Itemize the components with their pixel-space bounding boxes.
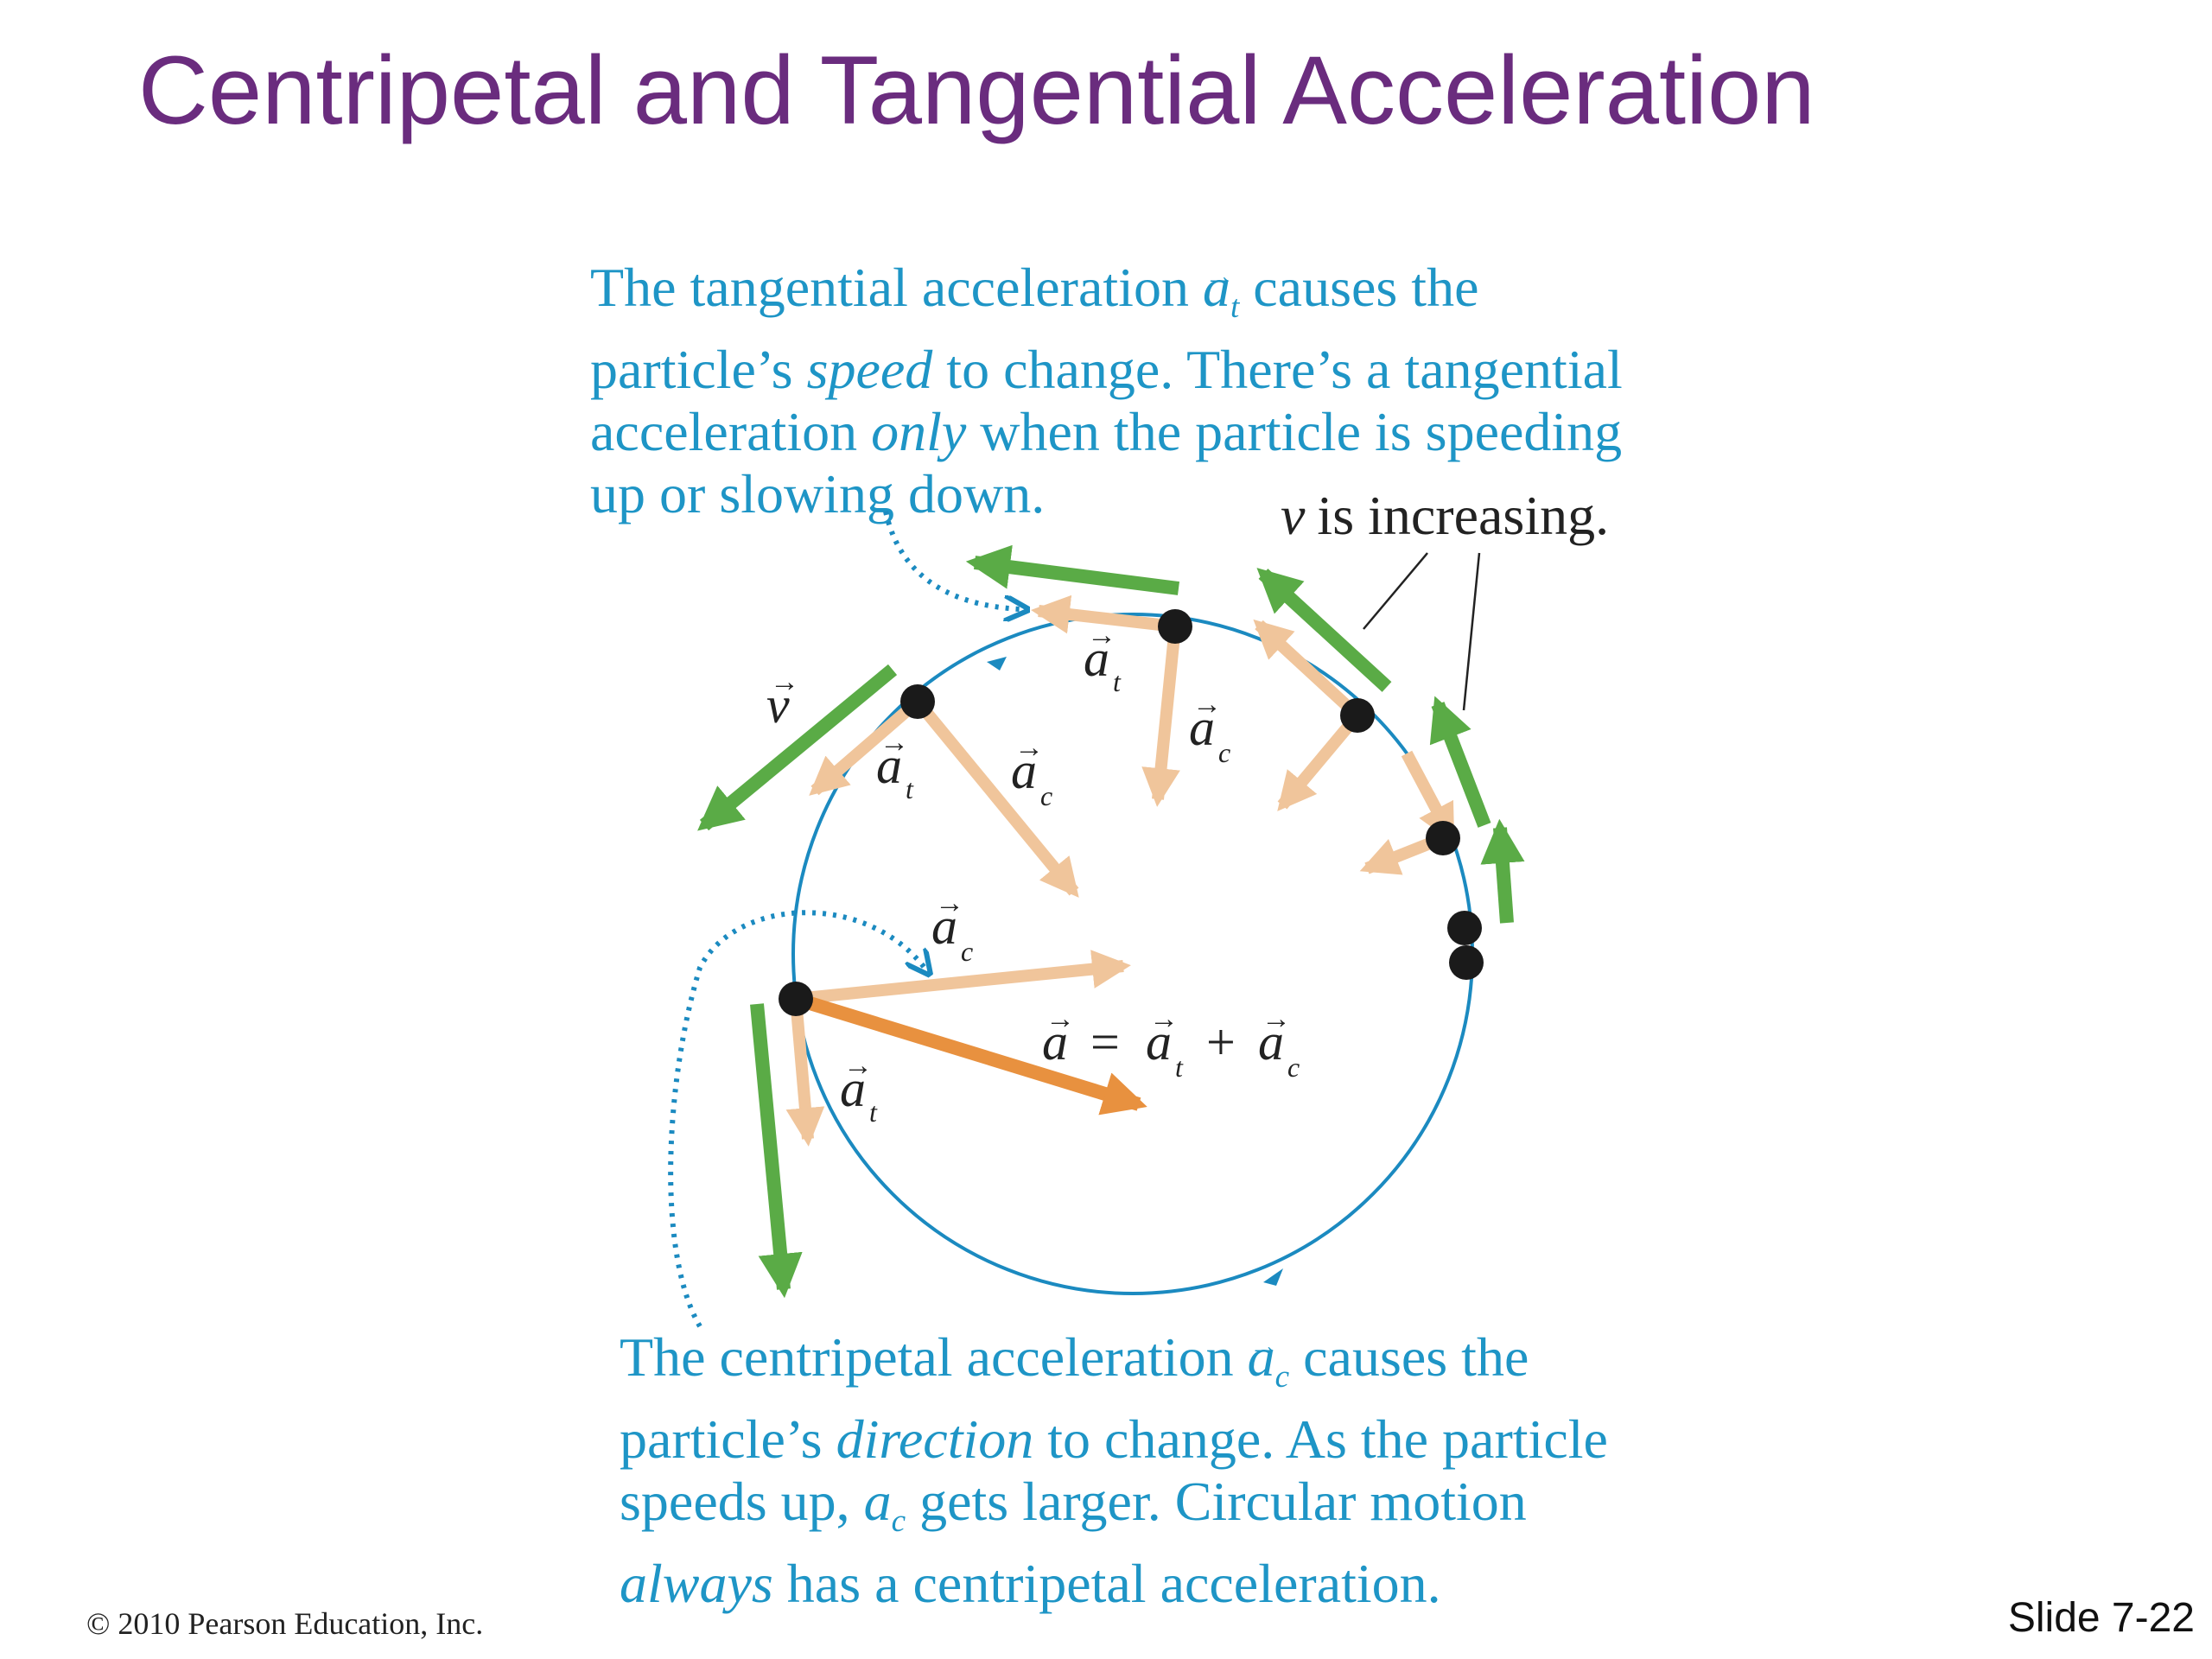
caption-text: when the particle is speeding: [966, 400, 1623, 462]
caption-text: up or slowing down.: [590, 462, 1046, 524]
svg-text:c: c: [1218, 737, 1230, 768]
centripetal-acceleration-arrow: [1141, 626, 1181, 807]
velocity-label: v →: [766, 666, 799, 734]
caption-emphasis: only: [871, 400, 967, 462]
velocity-arrow: [1256, 568, 1392, 692]
caption-text: acceleration: [590, 400, 872, 462]
centripetal-acceleration-label: a → c: [931, 887, 973, 967]
caption-emphasis: speed: [806, 338, 933, 400]
svg-text:+: +: [1206, 1014, 1236, 1071]
velocity-arrow: [965, 544, 1180, 595]
svg-text:→: →: [1192, 689, 1222, 721]
svg-text:→: →: [1046, 1003, 1075, 1035]
tangential-caption: The tangential acceleration at causes th…: [590, 245, 1623, 525]
velocity-arrow: [1429, 696, 1491, 828]
caption-text: The tangential acceleration: [590, 257, 1203, 318]
pointer-line-centripetal: [668, 910, 925, 1328]
centripetal-caption: The centripetal acceleration ac causes t…: [620, 1315, 1608, 1615]
particle: [1340, 698, 1375, 733]
svg-text:t: t: [1113, 666, 1122, 697]
slide-number: Slide 7-22: [2007, 1595, 2195, 1641]
net-acceleration-arrow: [793, 992, 1147, 1116]
acceleration-equation: a → = a → t + a → c: [1042, 1003, 1300, 1083]
direction-arrowhead: [1263, 1268, 1283, 1286]
centripetal-acceleration-label: a → c: [1189, 689, 1230, 768]
leader-line: [1462, 552, 1481, 711]
svg-text:→: →: [935, 887, 964, 919]
caption-text: particle’s: [590, 338, 807, 400]
particle: [779, 982, 813, 1016]
tangential-acceleration-label: a → t: [876, 727, 914, 804]
velocity-arrow: [1480, 818, 1525, 924]
svg-text:→: →: [880, 727, 909, 759]
particle: [1158, 609, 1192, 644]
caption-text: gets larger. Circular motion: [906, 1470, 1527, 1532]
particle: [1449, 945, 1484, 980]
svg-text:a: a: [876, 737, 902, 794]
caption-text: causes the: [1239, 257, 1479, 318]
caption-emphasis: always: [620, 1552, 773, 1614]
subscript: t: [1230, 289, 1240, 325]
tangential-acceleration-arrow: [785, 998, 825, 1147]
tangential-acceleration-arrow: [1031, 594, 1176, 634]
particle: [1447, 911, 1482, 945]
caption-text: has a centripetal acceleration.: [772, 1552, 1441, 1614]
particle: [900, 684, 935, 719]
svg-text:→: →: [1262, 1003, 1291, 1035]
tangential-acceleration-arrow: [809, 696, 922, 796]
tangential-acceleration-label: a → t: [1084, 620, 1122, 697]
tangential-acceleration-arrow: [1253, 619, 1362, 721]
caption-text: The centripetal acceleration: [620, 1326, 1248, 1388]
particle: [1426, 821, 1460, 855]
caption-text: to change. There’s a tangential: [932, 338, 1623, 400]
svg-text:t: t: [869, 1096, 878, 1128]
centripetal-acceleration-arrow: [1277, 711, 1363, 811]
svg-text:a: a: [931, 898, 957, 955]
svg-text:a: a: [1146, 1014, 1172, 1071]
svg-text:=: =: [1090, 1014, 1120, 1071]
slide-title: Centripetal and Tangential Acceleration: [138, 36, 1815, 144]
caption-text: causes the: [1289, 1326, 1529, 1388]
tangential-acceleration-label: a → t: [840, 1050, 878, 1128]
svg-text:c: c: [961, 936, 973, 967]
pointer-line-tangential: [883, 511, 1020, 609]
leader-line: [1363, 552, 1428, 630]
caption-emphasis: a: [863, 1470, 892, 1532]
svg-text:→: →: [843, 1050, 873, 1082]
vector-symbol: a: [1203, 245, 1235, 319]
velocity-arrow: [750, 1003, 803, 1299]
svg-text:a: a: [1258, 1014, 1284, 1071]
svg-text:→: →: [1014, 732, 1044, 764]
caption-text: to change. As the particle: [1033, 1408, 1608, 1470]
centripetal-acceleration-arrow: [795, 950, 1131, 1005]
caption-text: speeds up,: [620, 1470, 864, 1532]
svg-text:a: a: [1042, 1014, 1068, 1071]
direction-arrowhead: [987, 657, 1007, 671]
subscript: c: [891, 1503, 906, 1539]
svg-text:→: →: [1087, 620, 1116, 652]
copyright-notice: © 2010 Pearson Education, Inc.: [86, 1606, 484, 1641]
vector-symbol: a: [1248, 1315, 1280, 1389]
caption-text: particle’s: [620, 1408, 836, 1470]
svg-text:a: a: [840, 1060, 866, 1117]
svg-text:c: c: [1287, 1052, 1300, 1083]
svg-text:t: t: [1175, 1052, 1184, 1083]
svg-text:a: a: [1084, 630, 1109, 687]
svg-text:a: a: [1189, 699, 1215, 756]
svg-text:→: →: [1149, 1003, 1179, 1035]
caption-emphasis: direction: [836, 1408, 1034, 1470]
velocity-arrow: [697, 664, 898, 831]
svg-text:c: c: [1040, 780, 1052, 811]
svg-text:v: v: [766, 677, 790, 734]
centripetal-acceleration-arrow: [912, 697, 1079, 898]
centripetal-acceleration-label: a → c: [1011, 732, 1052, 811]
svg-text:t: t: [906, 773, 914, 804]
svg-text:→: →: [770, 666, 799, 698]
svg-text:a: a: [1011, 742, 1037, 799]
